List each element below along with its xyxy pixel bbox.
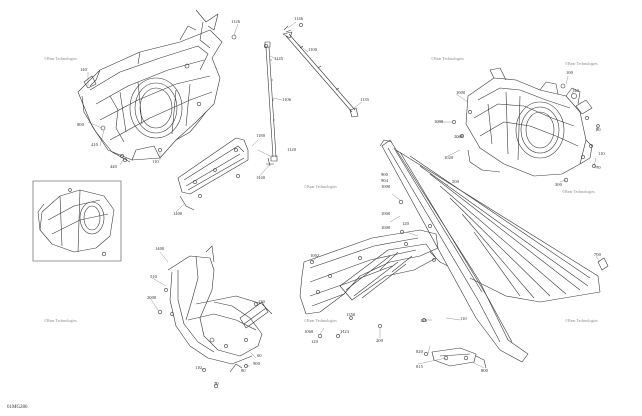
callout-label: 1000 [381, 211, 391, 216]
callout-label: 130 [258, 299, 265, 304]
tie-rod-vertical [264, 41, 278, 162]
callout-label: 1140 [256, 175, 266, 180]
callout-label: 100 [566, 70, 573, 75]
rear-lower-frame [157, 245, 273, 389]
watermark: ©Bear Technologies [304, 318, 337, 323]
callout-label: 60 [257, 353, 262, 358]
watermark: ©Bear Technologies [565, 61, 598, 66]
callout-label: 1350 [346, 312, 356, 317]
upper-fasteners [231, 23, 303, 49]
callout-label: 820 [416, 349, 423, 354]
callout-label: 110 [152, 159, 159, 164]
leader-lines [87, 21, 601, 386]
callout-label: 80 [241, 368, 246, 373]
callout-label: 1000 [381, 225, 391, 230]
callout-label: 1120 [287, 147, 297, 152]
callout-label: 70 [214, 381, 219, 386]
callout-label: 1020 [444, 155, 454, 160]
watermark: ©Bear Technologies [431, 56, 464, 61]
inset-frame-view [32, 180, 122, 262]
watermark: ©Bear Technologies [562, 189, 595, 194]
callout-label: 1123 [340, 329, 350, 334]
watermark: ©Bear Technologies [44, 318, 77, 323]
rear-bracket [424, 347, 487, 369]
floor-pan [299, 224, 449, 339]
callout-label: 70 [596, 165, 601, 170]
callout-label: 440 [110, 164, 117, 169]
watermark: ©Bear Technologies [44, 56, 77, 61]
callout-label: 1145 [274, 56, 284, 61]
callout-label: 1400 [155, 246, 165, 251]
callout-label: 815 [416, 364, 423, 369]
front-frame-assembly [77, 9, 223, 163]
callout-label: 110 [598, 151, 605, 156]
callout-label: 2000 [147, 295, 157, 300]
callout-label: 1090 [434, 119, 444, 124]
callout-label: 1060 [304, 329, 314, 334]
callout-label: 110 [460, 316, 467, 321]
callout-label: 125 [420, 318, 427, 323]
callout-label: 904 [381, 178, 388, 183]
side-rails [379, 139, 609, 363]
callout-label: 510 [150, 274, 157, 279]
callout-label: 1106 [282, 97, 292, 102]
callout-label: 800 [77, 122, 84, 127]
callout-label: 700 [594, 252, 601, 257]
callout-label: 1146 [294, 16, 304, 21]
right-frame-assembly [452, 67, 600, 183]
callout-label: 1135 [360, 97, 370, 102]
callout-label: 1100 [308, 47, 318, 52]
callout-label: 120 [311, 339, 318, 344]
callout-label: 500 [452, 179, 459, 184]
tie-rod-diagonal [282, 31, 359, 118]
callout-label: 140 [572, 88, 579, 93]
watermark: ©Bear Technologies [565, 318, 598, 323]
callout-label: 1180 [256, 133, 266, 138]
callout-label: 900 [253, 361, 260, 366]
callout-label: 1000 [381, 184, 391, 189]
callout-label: 90 [596, 127, 601, 132]
callout-label: 1002 [310, 253, 320, 258]
callout-label: 1000 [456, 90, 466, 95]
callout-label: 2000 [454, 134, 464, 139]
callout-label: 110 [195, 365, 202, 370]
cover-plate [177, 137, 274, 211]
figure-reference: 61MG286 [7, 405, 28, 410]
callout-label: 900 [381, 172, 388, 177]
callout-label: 1400 [173, 211, 183, 216]
callout-label: 800 [481, 368, 488, 373]
watermark: ©Bear Technologies [304, 184, 337, 189]
callout-label: 410 [91, 142, 98, 147]
callout-label: 140 [80, 67, 87, 72]
callout-label: 300 [555, 182, 562, 187]
callout-label: 120 [402, 221, 409, 226]
callout-label: 200 [376, 338, 383, 343]
callout-label: 1126 [231, 19, 241, 24]
